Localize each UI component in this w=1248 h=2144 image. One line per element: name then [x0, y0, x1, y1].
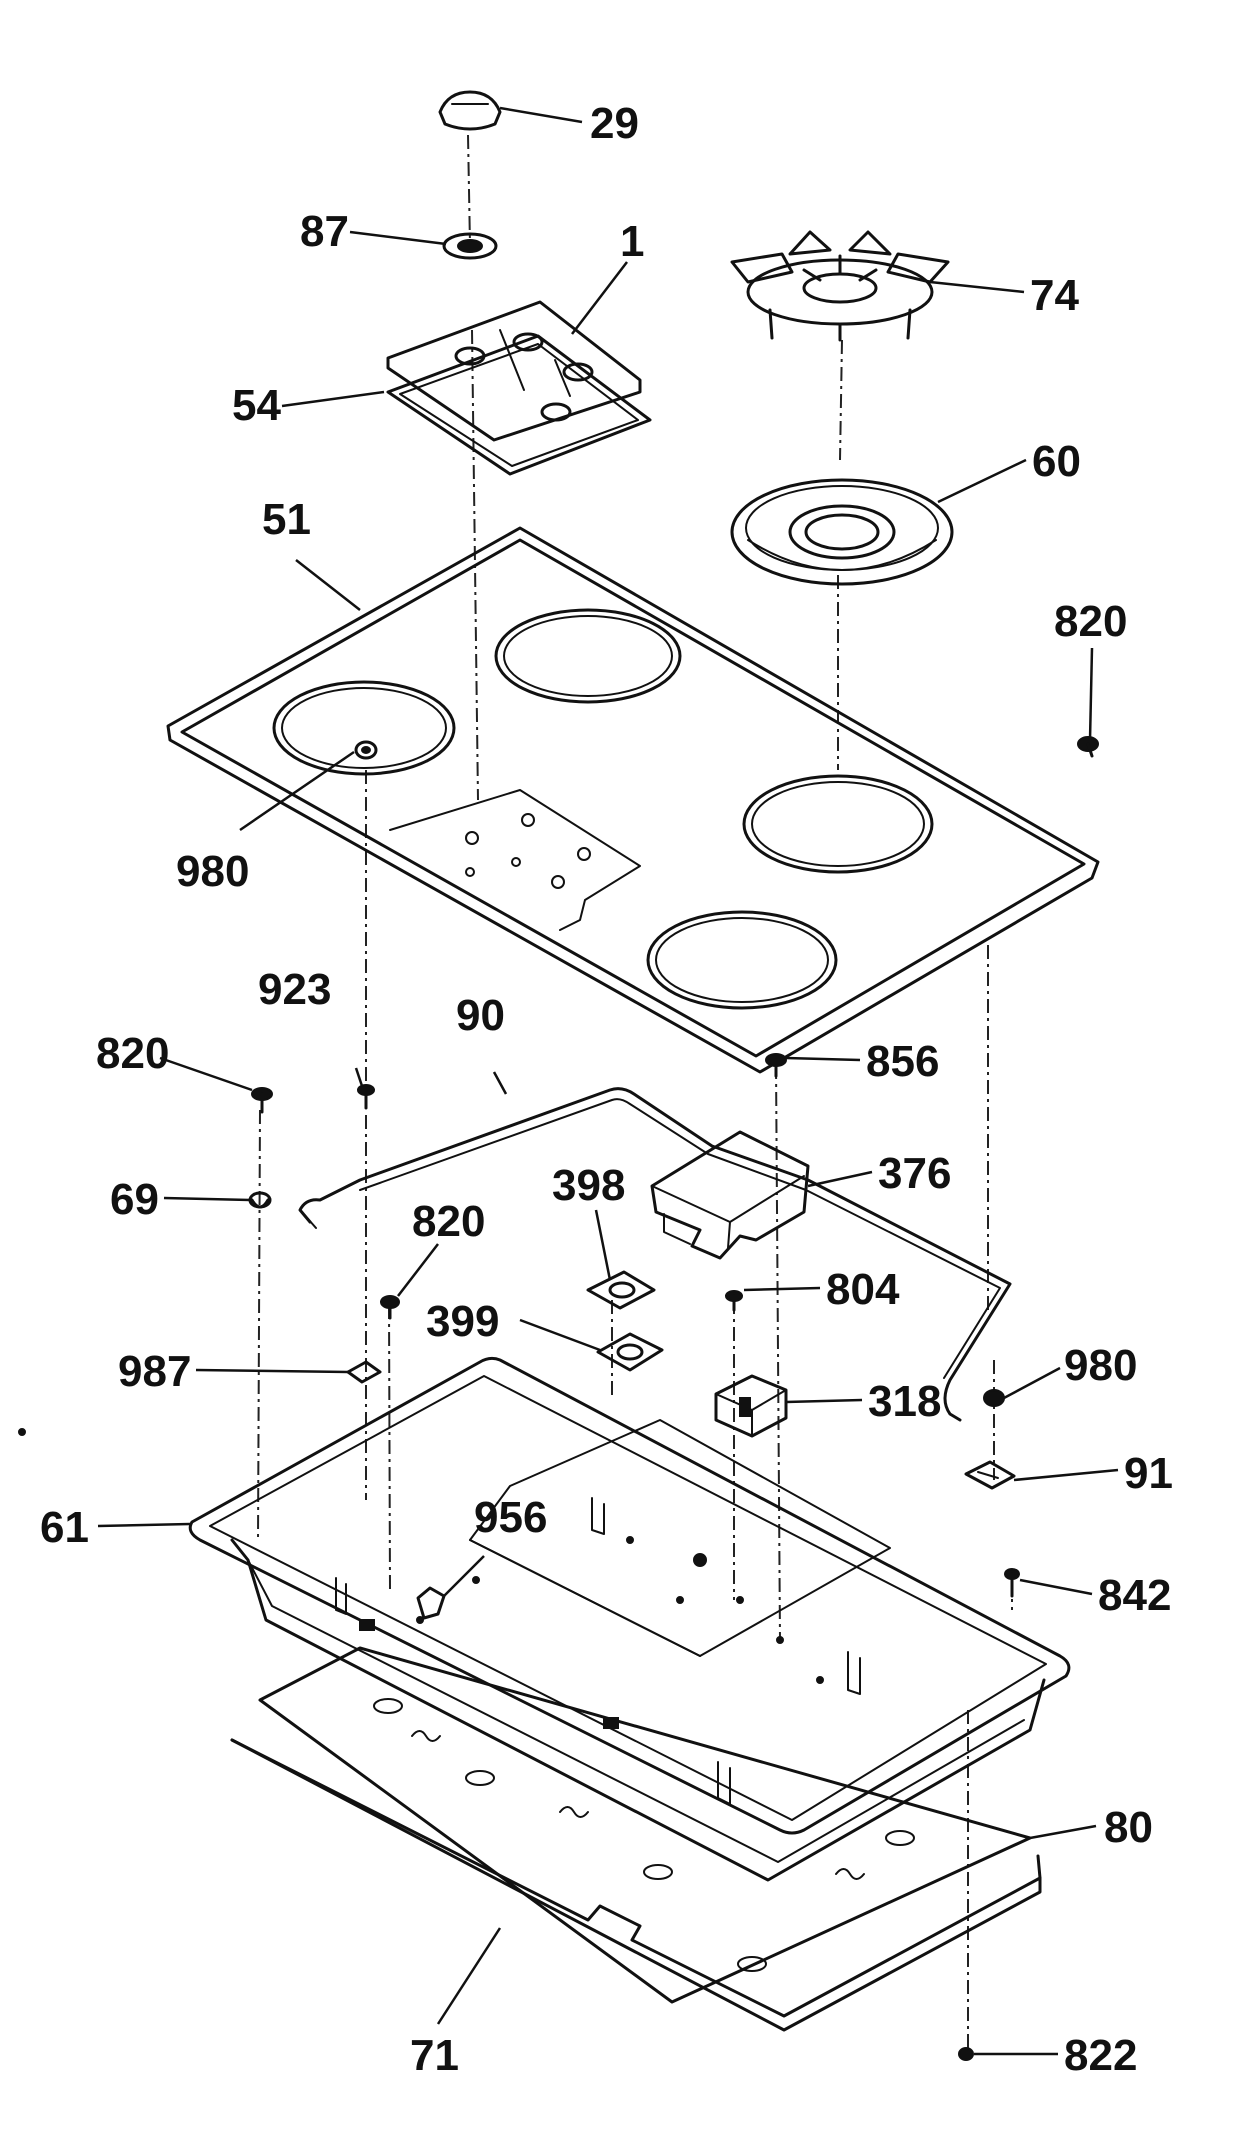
callout-91: 91: [1124, 1449, 1173, 1498]
callout-318: 318: [868, 1377, 941, 1426]
nut-main-top-part: [354, 740, 378, 760]
callout-51: 51: [262, 495, 311, 544]
callout-987: 987: [118, 1347, 191, 1396]
insulation-71-part: [230, 1738, 1042, 2032]
callout-61: 61: [40, 1503, 89, 1552]
callout-80: 80: [1104, 1803, 1153, 1852]
callout-956: 956: [474, 1493, 547, 1542]
gasket-399-part: [596, 1332, 664, 1372]
callout-labels: 29 87 1 54 74 60 51 820 980 923 90 820 8…: [40, 99, 1173, 2080]
callout-398: 398: [552, 1161, 625, 1210]
callout-376: 376: [878, 1149, 951, 1198]
screw-804-part: [725, 1290, 743, 1312]
callout-69: 69: [110, 1175, 159, 1224]
callout-820-middle: 820: [412, 1197, 485, 1246]
insulation-80-part: [258, 1646, 1032, 2004]
gasket-398-part: [586, 1270, 656, 1310]
burner-box-part: [188, 1356, 1071, 1882]
drip-pan-part: [730, 478, 954, 586]
screw-left-part: [251, 1087, 273, 1114]
control-panel-glass-part: [386, 300, 642, 442]
callout-29: 29: [590, 99, 639, 148]
stray-dot: [18, 1428, 26, 1436]
cooktop-main-top-part: [166, 526, 1100, 1074]
screw-top-right-part: [1077, 736, 1099, 758]
bezel-part: [442, 232, 498, 260]
stud-part: [357, 1084, 375, 1110]
burner-grate-part: [730, 230, 950, 342]
control-panel-gasket-part: [386, 334, 652, 476]
callout-820-left: 820: [96, 1029, 169, 1078]
callout-980-right: 980: [1064, 1341, 1137, 1390]
shield-376-part: [650, 1130, 810, 1260]
knob-part: [438, 90, 502, 131]
callout-60: 60: [1032, 437, 1081, 486]
screw-842-part: [1004, 1568, 1020, 1598]
callout-87: 87: [300, 207, 349, 256]
callout-923: 923: [258, 965, 331, 1014]
screw-822-part: [958, 2047, 974, 2061]
screw-middle-part: [380, 1295, 400, 1320]
callout-399: 399: [426, 1297, 499, 1346]
washer-987-part: [346, 1360, 382, 1384]
callout-804: 804: [826, 1265, 900, 1314]
callout-71: 71: [410, 2031, 459, 2080]
callout-842: 842: [1098, 1571, 1171, 1620]
callout-980-main-top: 980: [176, 847, 249, 896]
leader-lines: [97, 106, 1119, 2056]
callout-1: 1: [620, 217, 644, 266]
bracket-91-part: [964, 1460, 1016, 1490]
gas-tube-part: [298, 1087, 1012, 1422]
callout-54: 54: [232, 381, 281, 430]
callout-822: 822: [1064, 2031, 1137, 2080]
spark-module-part: [714, 1374, 788, 1438]
screw-856-part: [765, 1053, 787, 1078]
callout-74: 74: [1030, 271, 1079, 320]
nut-right-part: [983, 1389, 1005, 1407]
clamp-956-part: [416, 1586, 446, 1620]
callout-820-top-right: 820: [1054, 597, 1127, 646]
callout-856: 856: [866, 1037, 939, 1086]
callout-90: 90: [456, 991, 505, 1040]
